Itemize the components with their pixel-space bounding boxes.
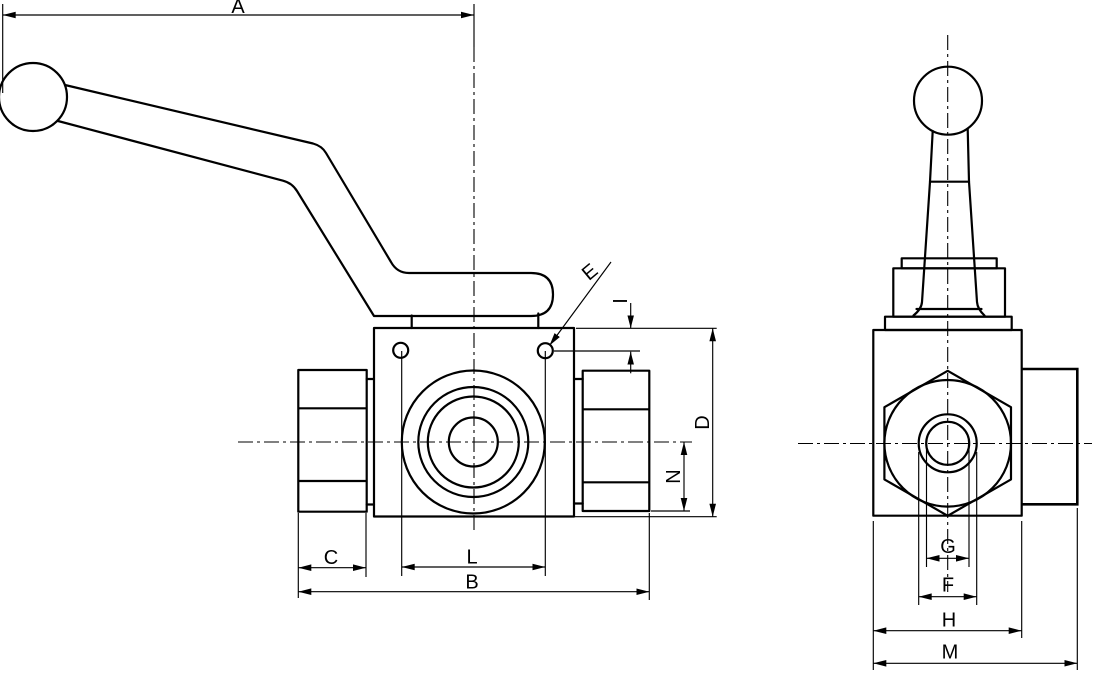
- dimension-L: L: [401, 351, 546, 576]
- dim-label-n: N: [663, 469, 685, 483]
- dim-label-c: C: [324, 547, 338, 569]
- dim-label-b: B: [465, 572, 478, 594]
- port-outer-circle-front: [917, 413, 978, 474]
- hex-fitting-left: [297, 368, 376, 513]
- valve-body-front: [872, 328, 1079, 517]
- hex-fitting-right-outline: [581, 369, 651, 513]
- dim-label-i: I: [610, 298, 632, 304]
- ball-seat-inner-circle: [426, 395, 520, 489]
- lever-handle-front: [883, 65, 1013, 332]
- dimension-A: A: [2, 0, 474, 19]
- side-port-end: [1021, 367, 1079, 506]
- side-view: A E I D N C: [0, 0, 717, 600]
- dimension-M: M: [873, 508, 1078, 670]
- port-bore-circle-front: [925, 420, 971, 466]
- bore-circle: [447, 416, 499, 468]
- hex-inscribed-circle: [883, 378, 1013, 508]
- handle-taper: [912, 180, 986, 317]
- dimension-G: G: [925, 445, 970, 567]
- dim-label-g: G: [940, 536, 956, 558]
- front-view: G F H M: [798, 35, 1092, 670]
- handle-collar-lines: [410, 312, 540, 330]
- dim-label-h: H: [942, 610, 956, 632]
- extension-lines-L: [401, 351, 546, 576]
- dimension-I: I: [554, 298, 717, 374]
- dim-label-e: E: [578, 260, 602, 285]
- dim-label-d: D: [692, 415, 714, 429]
- screw-hole-left: [392, 341, 410, 359]
- extension-lines-H: [872, 521, 1023, 670]
- dimension-D: D: [574, 328, 717, 518]
- hex-fitting-left-stub: [365, 377, 376, 506]
- mounting-plate-top: [900, 257, 998, 270]
- valve-body-rect: [372, 326, 576, 518]
- leader-line-E: [549, 261, 612, 346]
- dim-label-f: F: [942, 575, 954, 597]
- dimension-B: B: [298, 513, 650, 600]
- extension-lines-C: [297, 513, 367, 598]
- lever-handle-side: [0, 61, 555, 330]
- extension-lines-G: [925, 445, 970, 567]
- dimension-E: E: [549, 260, 612, 346]
- handle-neck: [928, 127, 971, 183]
- hex-fitting-right: [572, 369, 651, 513]
- dim-label-m: M: [942, 642, 959, 664]
- hex-nut-front: [883, 369, 1013, 517]
- dim-label-a: A: [231, 0, 245, 18]
- mounting-plate-base: [883, 315, 1013, 332]
- ball-seat-outer-circle: [417, 385, 530, 499]
- dimension-C: C: [297, 513, 367, 598]
- handle-lever-outline: [56, 83, 555, 318]
- handle-ball-knob: [0, 61, 69, 133]
- extension-lines-F: [918, 452, 978, 605]
- hex-fitting-left-outline: [297, 368, 368, 513]
- dimension-H: H: [872, 521, 1023, 670]
- dimension-F: F: [918, 452, 978, 605]
- dim-label-l: L: [466, 547, 477, 569]
- dimension-N: N: [651, 442, 690, 512]
- handle-ball-knob-front: [912, 65, 984, 136]
- hex-fitting-right-stub: [572, 377, 584, 505]
